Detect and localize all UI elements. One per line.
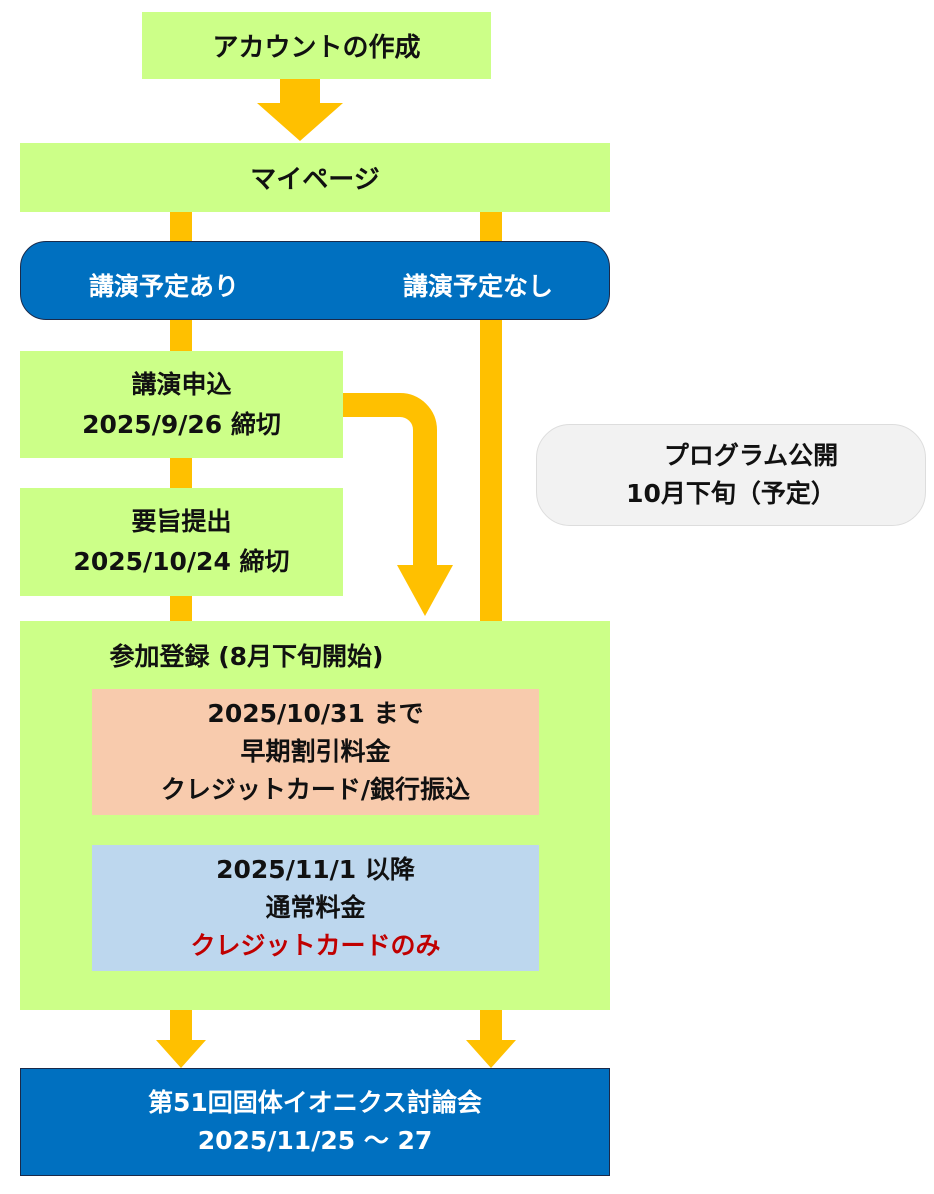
normal-fee-payment: クレジットカードのみ: [190, 931, 441, 960]
down-arrow-account-to-mypage: [257, 79, 343, 141]
normal-fee-box: 2025/11/1 以降 通常料金 クレジットカードのみ: [92, 845, 539, 971]
without-talk-label: 講演予定なし: [403, 272, 554, 301]
connector-left-middle: [170, 318, 192, 352]
connector-right-upper: [480, 212, 502, 244]
down-arrow-right-to-event: [466, 1010, 516, 1068]
connector-left-between-steps: [170, 458, 192, 490]
event-dates: 2025/11/25 〜 27: [197, 1126, 433, 1155]
program-announcement-note: プログラム公開 10月下旬（予定）: [536, 424, 926, 526]
abstract-submission-box: 要旨提出 2025/10/24 締切: [20, 488, 343, 596]
early-fee-payment: クレジットカード/銀行振込: [160, 775, 471, 804]
abstract-submission-title: 要旨提出: [131, 507, 232, 536]
early-fee-period: 2025/10/31 まで: [207, 699, 424, 728]
program-announcement-date: 10月下旬（予定）: [626, 479, 836, 508]
event-name: 第51回固体イオニクス討論会: [147, 1088, 483, 1117]
program-announcement-title: プログラム公開: [663, 441, 839, 470]
normal-fee-period: 2025/11/1 以降: [216, 855, 415, 884]
mypage-box: マイページ: [20, 143, 610, 212]
connector-right-long: [480, 318, 502, 624]
talk-application-title: 講演申込: [131, 369, 232, 399]
mypage-label: マイページ: [250, 165, 380, 195]
registration-title: 参加登録 (8月下旬開始): [109, 642, 384, 671]
with-talk-label: 講演予定あり: [89, 272, 240, 301]
abstract-submission-deadline: 2025/10/24 締切: [73, 547, 290, 576]
account-creation-label: アカウントの作成: [212, 33, 421, 63]
normal-fee-label: 通常料金: [265, 893, 366, 922]
connector-left-lower: [170, 596, 192, 624]
connector-left-upper: [170, 212, 192, 244]
talk-application-deadline: 2025/9/26 締切: [82, 409, 281, 439]
talk-plan-split-bar: 講演予定あり 講演予定なし: [20, 241, 610, 320]
event-box: 第51回固体イオニクス討論会 2025/11/25 〜 27: [20, 1068, 610, 1176]
account-creation-box: アカウントの作成: [142, 12, 491, 79]
early-fee-label: 早期割引料金: [240, 737, 391, 766]
bent-arrow-talk-to-registration: [340, 393, 453, 616]
down-arrow-left-to-event: [156, 1010, 206, 1068]
early-fee-box: 2025/10/31 まで 早期割引料金 クレジットカード/銀行振込: [92, 689, 539, 815]
talk-application-box: 講演申込 2025/9/26 締切: [20, 351, 343, 458]
